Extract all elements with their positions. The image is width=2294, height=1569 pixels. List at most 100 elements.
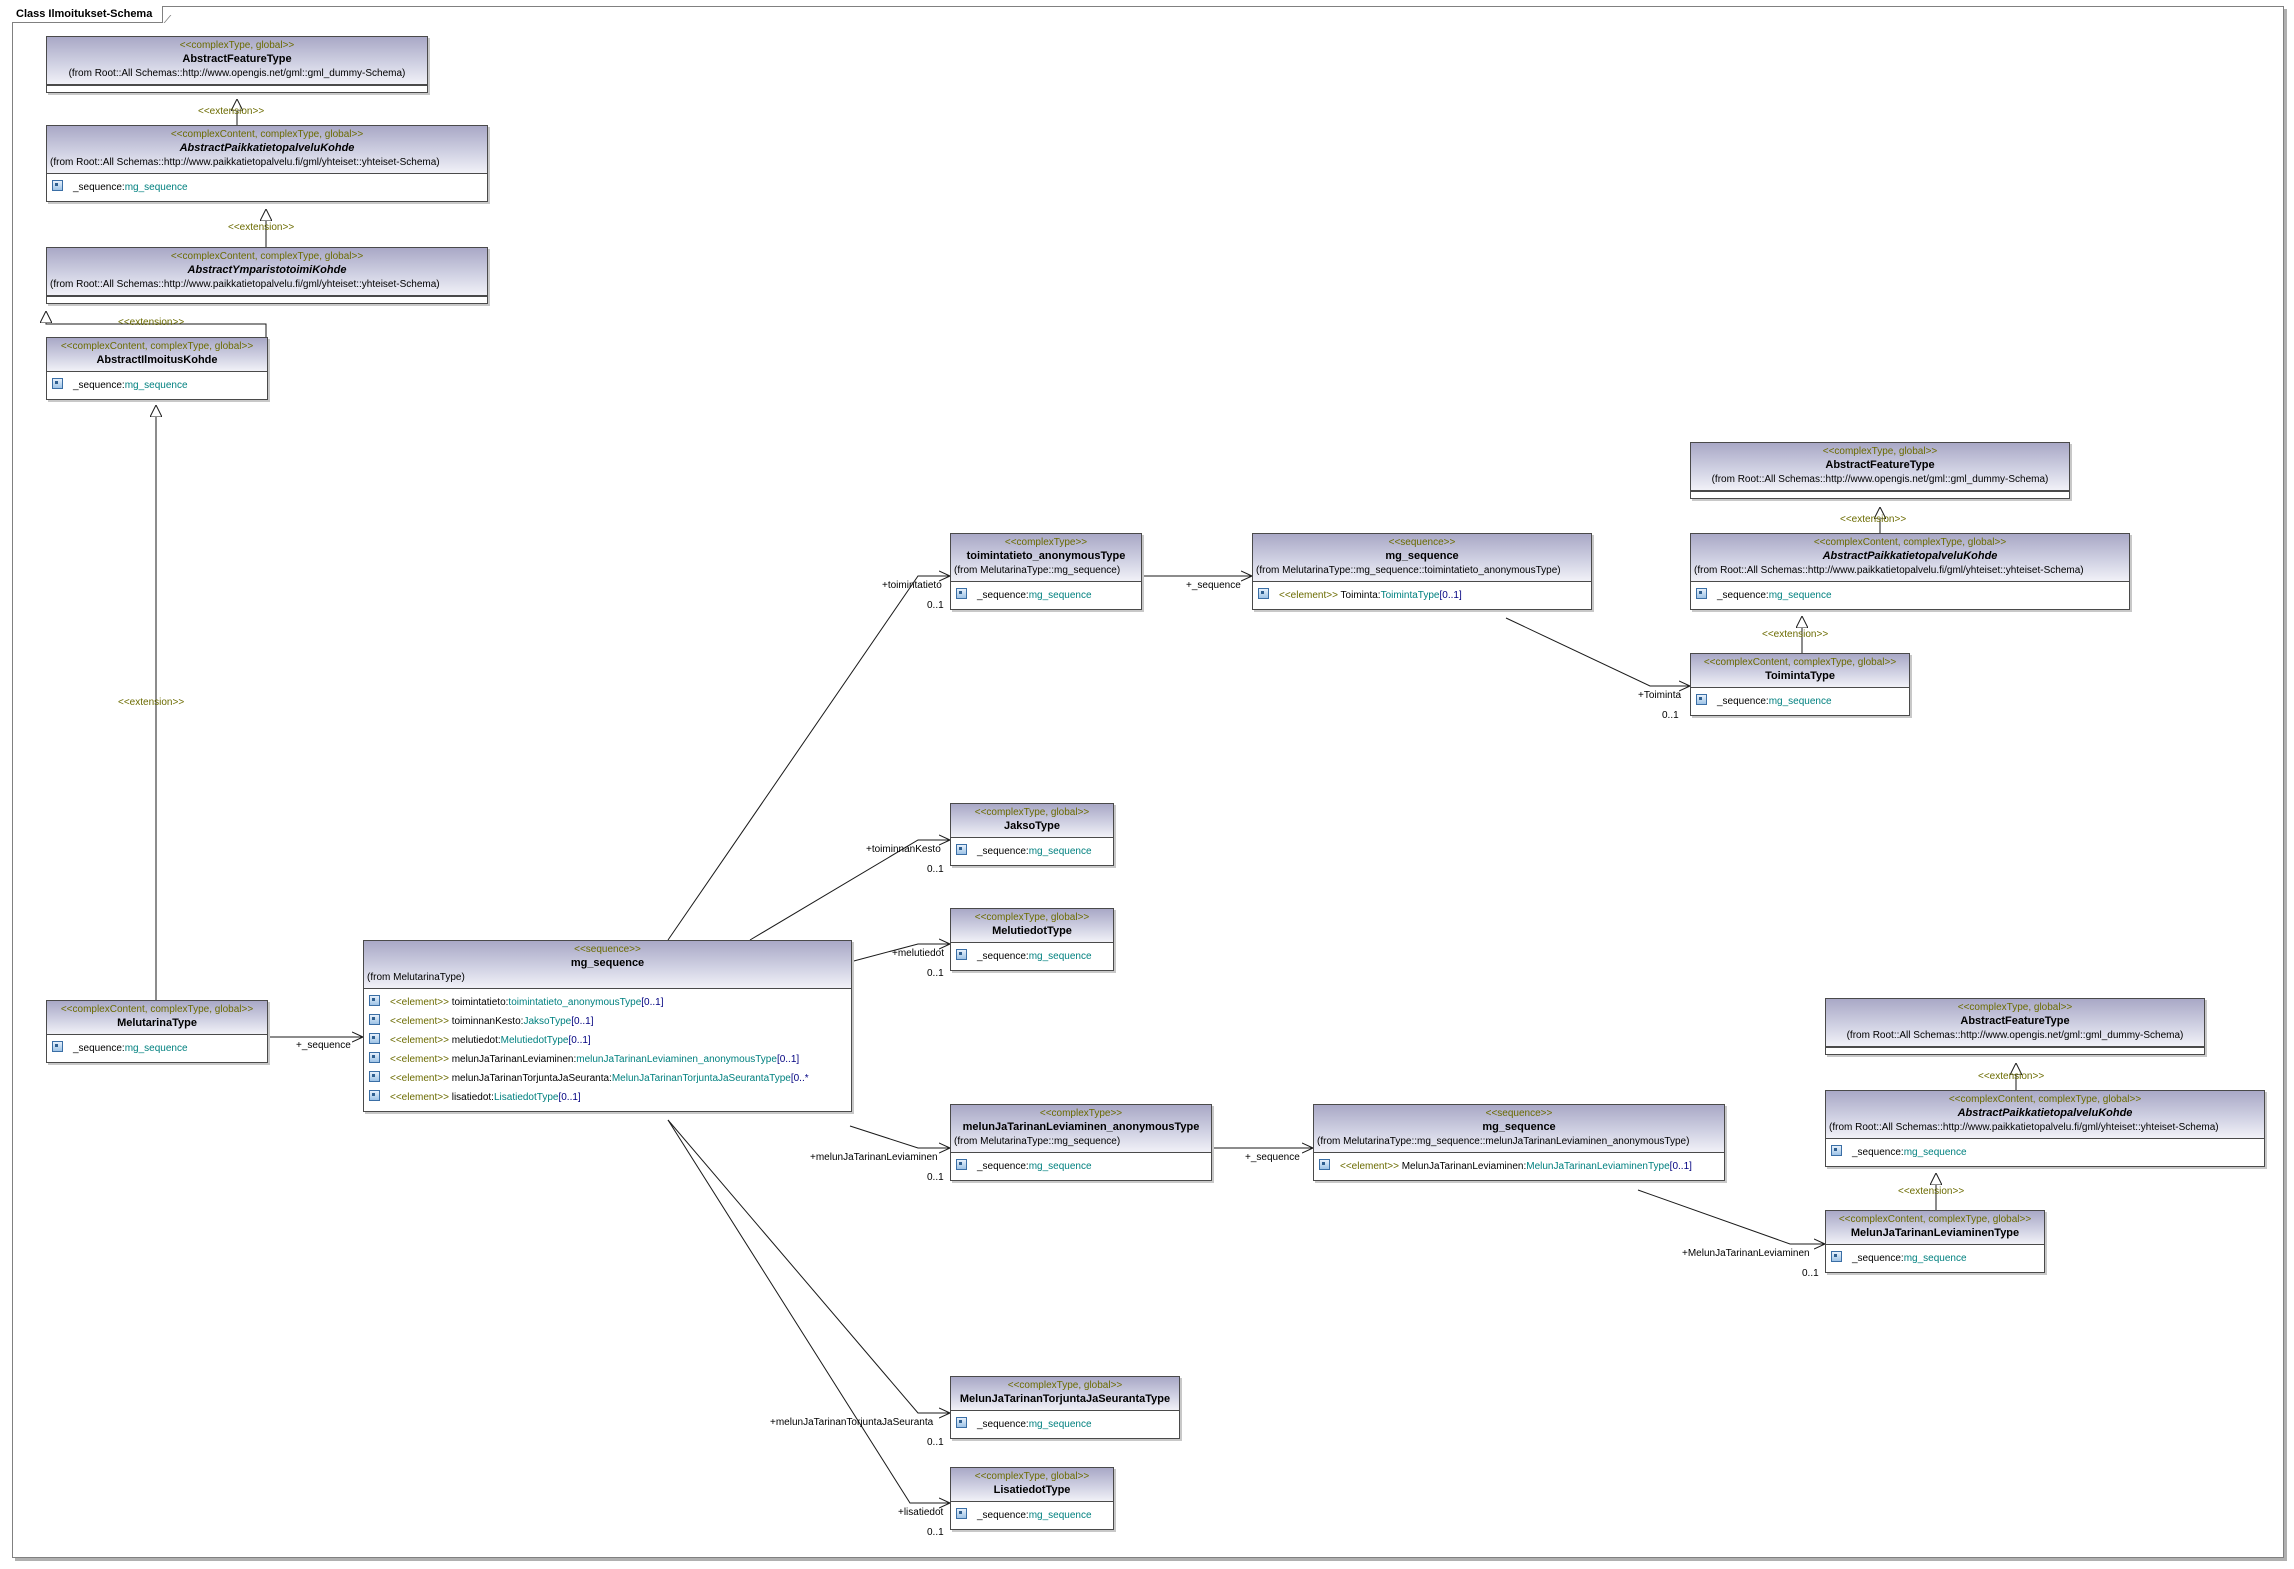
attribute-row[interactable]: _sequence:mg_sequence <box>956 947 1109 966</box>
stereotype: <<sequence>> <box>1388 537 1456 548</box>
element-name: melunJaTarinanTorjuntaJaSeuranta: <box>451 1073 612 1084</box>
element-icon <box>369 1052 380 1063</box>
class-jaksotype[interactable]: <<complexType, global>> JaksoType _seque… <box>950 803 1114 866</box>
attribute-icon <box>52 180 63 191</box>
empty-compartment <box>47 296 487 303</box>
element-row[interactable]: <<element>> melutiedot:MelutiedotType[0.… <box>369 1031 847 1050</box>
class-abstractilmoituskohde[interactable]: <<complexContent, complexType, global>> … <box>46 337 268 400</box>
assoc-mgs-mla <box>849 1125 950 1148</box>
stereotype: <<complexContent, complexType, global>> <box>170 251 364 262</box>
attribute-name: _sequence: <box>1717 590 1769 601</box>
class-abstractpaikkatietopalvelukohde[interactable]: <<complexContent, complexType, global>> … <box>1825 1090 2265 1167</box>
element-row[interactable]: <<element>> toiminnanKesto:JaksoType[0..… <box>369 1012 847 1031</box>
element-multiplicity: [0..1] <box>1669 1161 1692 1172</box>
empty-compartment <box>1826 1047 2204 1054</box>
class-abstractpaikkatietopalvelukohde[interactable]: <<complexContent, complexType, global>> … <box>1690 533 2130 610</box>
attribute-row[interactable]: _sequence:mg_sequence <box>52 1039 263 1058</box>
from-package: (from Root::All Schemas::http://www.paik… <box>1829 1122 2219 1133</box>
element-stereotype: <<element>> <box>390 1054 449 1065</box>
class-mg-sequence-leviaminen[interactable]: <<sequence>> mg_sequence (from Melutarin… <box>1313 1104 1725 1181</box>
attribute-type: mg_sequence <box>1028 590 1092 601</box>
class-mg-sequence-toimintatieto[interactable]: <<sequence>> mg_sequence (from Melutarin… <box>1252 533 1592 610</box>
attribute-row[interactable]: _sequence:mg_sequence <box>956 842 1109 861</box>
class-name: AbstractPaikkatietopalveluKohde <box>1822 550 1998 562</box>
class-name: AbstractIlmoitusKohde <box>96 354 218 366</box>
attribute-row[interactable]: _sequence:mg_sequence <box>956 1506 1109 1525</box>
extension-label: <<extension>> <box>118 317 185 328</box>
role-label: +_sequence <box>1186 580 1241 591</box>
from-package: (from Root::All Schemas::http://www.open… <box>68 68 406 79</box>
attribute-icon <box>956 949 967 960</box>
from-package: (from MelutarinaType::mg_sequence::toimi… <box>1256 565 1561 576</box>
assoc-mgs-jt <box>749 840 950 941</box>
class-abstractymparistotoimikohde[interactable]: <<complexContent, complexType, global>> … <box>46 247 488 304</box>
role-label: +toiminnanKesto <box>866 844 941 855</box>
class-melunjatarinantorjuntajaseurantatype[interactable]: <<complexType, global>> MelunJaTarinanTo… <box>950 1376 1180 1439</box>
class-name: AbstractFeatureType <box>1825 459 1935 471</box>
element-row[interactable]: <<element>> lisatiedot:LisatiedotType[0.… <box>369 1088 847 1107</box>
class-melutarinatype[interactable]: <<complexContent, complexType, global>> … <box>46 1000 268 1063</box>
class-melutiedottype[interactable]: <<complexType, global>> MelutiedotType _… <box>950 908 1114 971</box>
stereotype: <<complexType, global>> <box>179 40 295 51</box>
attribute-row[interactable]: _sequence:mg_sequence <box>956 586 1137 605</box>
extension-label: <<extension>> <box>1978 1071 2045 1082</box>
element-row[interactable]: <<element>> melunJaTarinanLeviaminen:mel… <box>369 1050 847 1069</box>
from-package: (from Root::All Schemas::http://www.open… <box>1846 1030 2184 1041</box>
attribute-type: mg_sequence <box>1768 696 1832 707</box>
role-label: +melutiedot <box>892 948 944 959</box>
element-row[interactable]: <<element>> Toiminta:ToimintaType[0..1] <box>1258 586 1587 605</box>
stereotype: <<complexType, global>> <box>1957 1002 2073 1013</box>
attribute-icon <box>956 588 967 599</box>
stereotype: <<complexContent, complexType, global>> <box>1838 1214 2032 1225</box>
attribute-row[interactable]: _sequence:mg_sequence <box>52 376 263 395</box>
class-name: AbstractFeatureType <box>1960 1015 2070 1027</box>
attribute-row[interactable]: _sequence:mg_sequence <box>52 178 483 197</box>
class-abstractfeaturetype[interactable]: <<complexType, global>> AbstractFeatureT… <box>1690 442 2070 499</box>
class-toimintatieto-anonymoustype[interactable]: <<complexType>> toimintatieto_anonymousT… <box>950 533 1142 610</box>
assoc-mgs-mts <box>667 1119 950 1413</box>
class-abstractfeaturetype[interactable]: <<complexType, global>> AbstractFeatureT… <box>46 36 428 93</box>
element-stereotype: <<element>> <box>390 1073 449 1084</box>
attribute-row[interactable]: _sequence:mg_sequence <box>1696 586 2125 605</box>
class-lisatiedottype[interactable]: <<complexType, global>> LisatiedotType _… <box>950 1467 1114 1530</box>
element-row[interactable]: <<element>> MelunJaTarinanLeviaminen:Mel… <box>1319 1157 1720 1176</box>
element-icon <box>1258 588 1269 599</box>
attribute-row[interactable]: _sequence:mg_sequence <box>1696 692 1905 711</box>
stereotype: <<sequence>> <box>1485 1108 1553 1119</box>
class-melunjatarinanleviaminentype[interactable]: <<complexContent, complexType, global>> … <box>1825 1210 2045 1273</box>
role-label: +melunJaTarinanTorjuntaJaSeuranta <box>770 1417 934 1428</box>
class-abstractpaikkatietopalvelukohde[interactable]: <<complexContent, complexType, global>> … <box>46 125 488 202</box>
attribute-row[interactable]: _sequence:mg_sequence <box>956 1415 1175 1434</box>
attribute-type: mg_sequence <box>1903 1147 1967 1158</box>
multiplicity-label: 0..1 <box>1802 1268 1819 1279</box>
extension-label: <<extension>> <box>198 106 265 117</box>
gen-aik-ayk <box>46 312 267 338</box>
stereotype: <<complexContent, complexType, global>> <box>170 129 364 140</box>
element-type: MelutiedotType <box>500 1035 569 1046</box>
class-name: MelutarinaType <box>117 1017 197 1029</box>
class-mg-sequence[interactable]: <<sequence>> mg_sequence (from Melutarin… <box>363 940 852 1112</box>
attribute-icon <box>1696 694 1707 705</box>
attribute-type: mg_sequence <box>1903 1253 1967 1264</box>
attribute-name: _sequence: <box>73 182 125 193</box>
attribute-row[interactable]: _sequence:mg_sequence <box>956 1157 1207 1176</box>
role-label: +_sequence <box>1245 1152 1300 1163</box>
assoc-mgs-lt <box>667 1119 950 1503</box>
attribute-icon <box>1831 1145 1842 1156</box>
element-row[interactable]: <<element>> toimintatieto:toimintatieto_… <box>369 993 847 1012</box>
attribute-icon <box>956 1508 967 1519</box>
stereotype: <<complexType>> <box>1004 537 1088 548</box>
class-toimintatype[interactable]: <<complexContent, complexType, global>> … <box>1690 653 1910 716</box>
from-package: (from Root::All Schemas::http://www.paik… <box>50 157 440 168</box>
attribute-row[interactable]: _sequence:mg_sequence <box>1831 1143 2260 1162</box>
class-name: AbstractYmparistotoimiKohde <box>187 264 347 276</box>
stereotype: <<complexType, global>> <box>1822 446 1938 457</box>
multiplicity-label: 0..1 <box>927 1437 944 1448</box>
class-melunjatarinanleviaminen-anonymoustype[interactable]: <<complexType>> melunJaTarinanLeviaminen… <box>950 1104 1212 1181</box>
class-abstractfeaturetype[interactable]: <<complexType, global>> AbstractFeatureT… <box>1825 998 2205 1055</box>
stereotype: <<complexType>> <box>1039 1108 1123 1119</box>
attribute-row[interactable]: _sequence:mg_sequence <box>1831 1249 2040 1268</box>
element-row[interactable]: <<element>> melunJaTarinanTorjuntaJaSeur… <box>369 1069 847 1088</box>
class-name: mg_sequence <box>570 957 645 969</box>
element-stereotype: <<element>> <box>1279 590 1338 601</box>
